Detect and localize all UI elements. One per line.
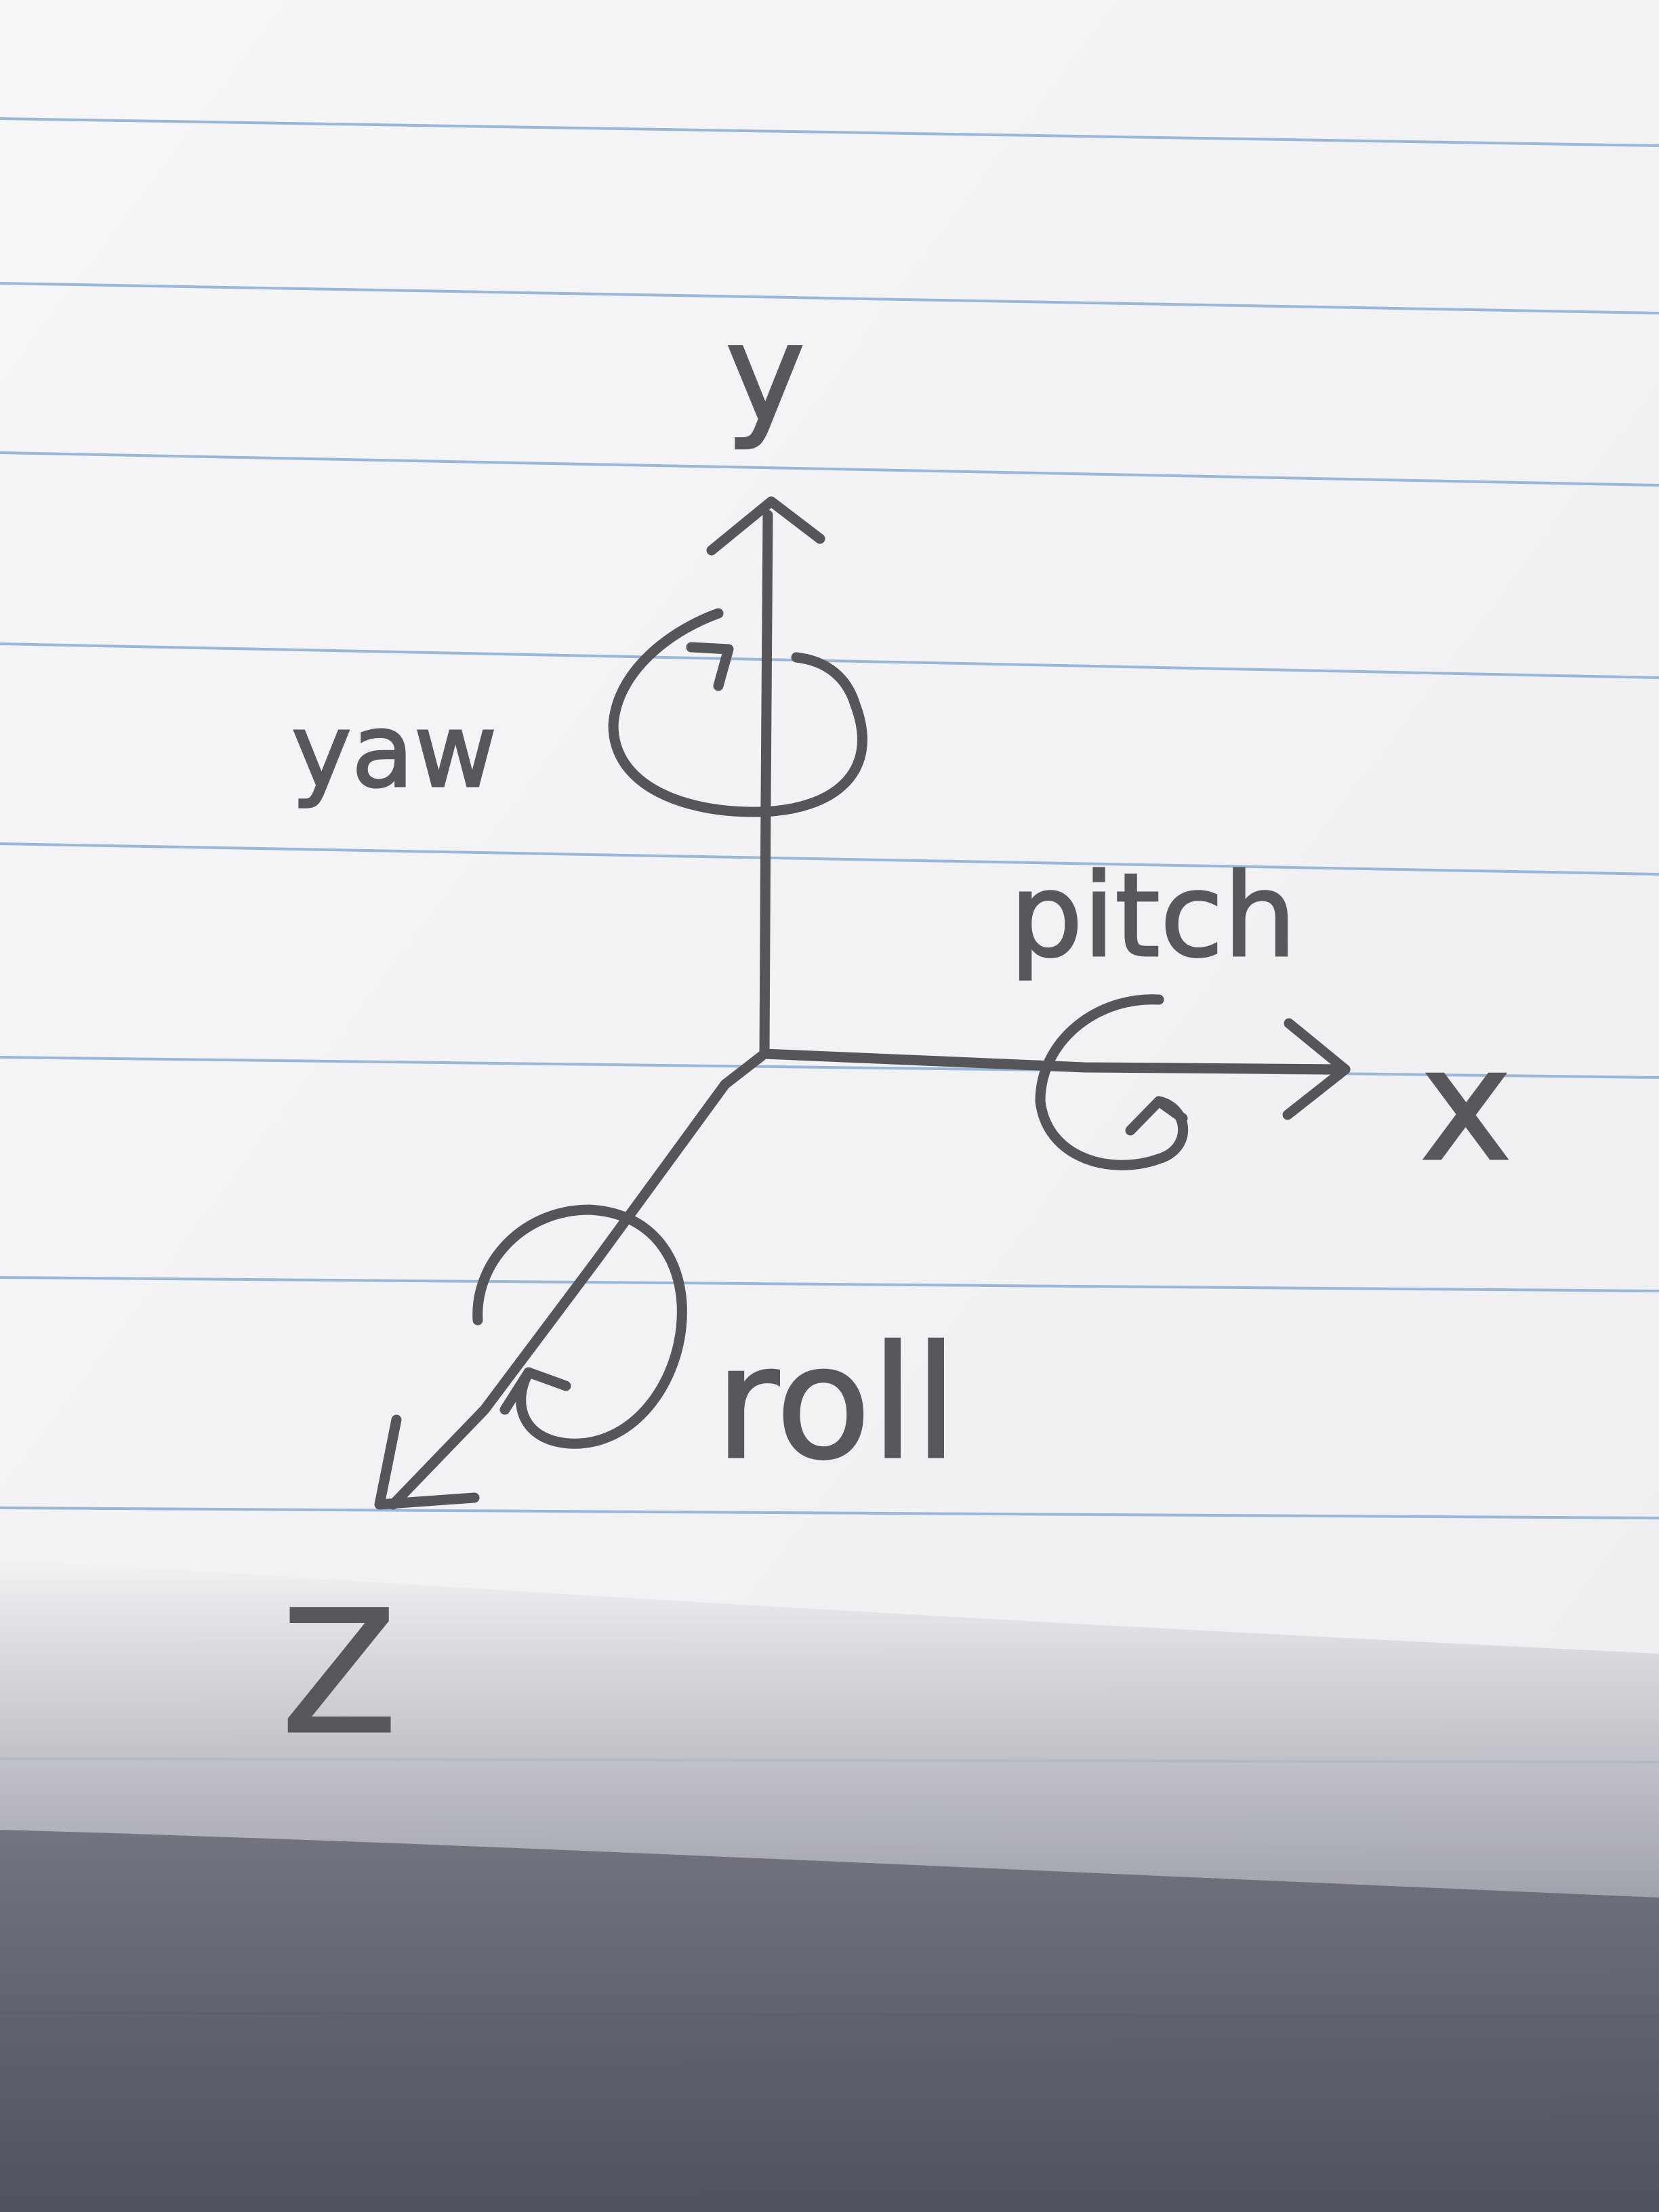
x-axis-label: x <box>1420 1015 1512 1196</box>
x-axis-arrowhead <box>1282 1018 1351 1120</box>
roll-label: roll <box>715 1313 958 1494</box>
rotation-arrows <box>472 608 1189 1449</box>
y-axis-arrowhead <box>706 496 825 556</box>
yaw-rotation-arrow-icon <box>608 608 867 817</box>
x-axis-line <box>759 1048 1351 1075</box>
pitch-label: pitch <box>1010 849 1296 983</box>
y-axis-label: y <box>725 295 805 453</box>
pitch-rotation-arrow-icon <box>1035 994 1189 1170</box>
z-axis-arrowhead <box>374 1414 480 1510</box>
z-axis-label: Z <box>281 1574 397 1771</box>
z-axis-line <box>388 1048 770 1510</box>
y-axis-line <box>759 510 773 1059</box>
roll-rotation-arrow-icon <box>472 1204 687 1449</box>
axes <box>374 496 1351 1510</box>
yaw-label: yaw <box>291 693 497 811</box>
labels: y x Z yaw pitch roll <box>281 294 1513 1773</box>
